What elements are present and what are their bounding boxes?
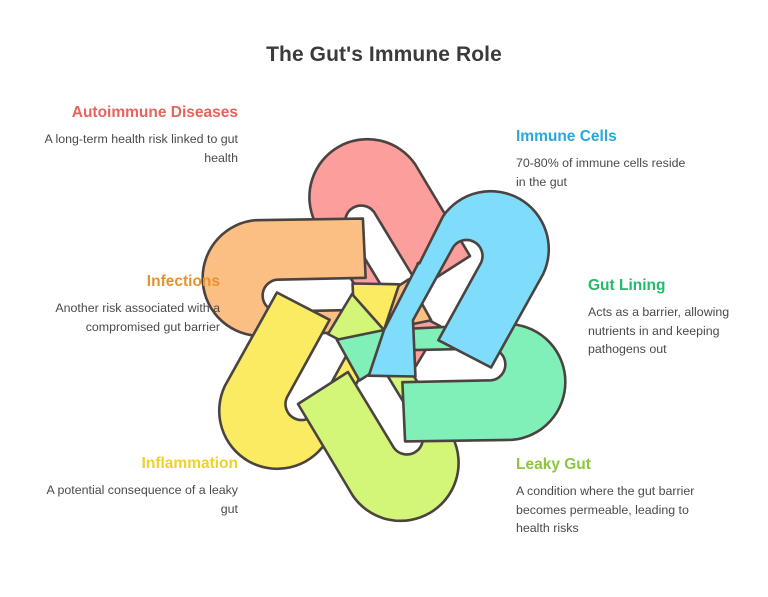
label-block-autoimmune: Autoimmune Diseases A long-term health r… <box>28 103 238 167</box>
label-heading-infections: Infections <box>146 273 220 290</box>
label-heading-inflammation: Inflammation <box>141 455 238 472</box>
label-block-leaky-gut: Leaky Gut A condition where the gut barr… <box>516 455 701 537</box>
label-heading-autoimmune: Autoimmune Diseases <box>71 104 238 121</box>
label-body-immune-cells: 70-80% of immune cells reside in the gut <box>516 156 686 189</box>
label-heading-immune-cells: Immune Cells <box>516 128 617 145</box>
label-body-inflammation: A potential consequence of a leaky gut <box>46 483 238 516</box>
label-block-infections: Infections Another risk associated with … <box>10 272 220 336</box>
label-block-inflammation: Inflammation A potential consequence of … <box>28 454 238 518</box>
label-body-autoimmune: A long-term health risk linked to gut he… <box>44 132 238 165</box>
label-body-infections: Another risk associated with a compromis… <box>55 301 220 334</box>
label-heading-gut-lining: Gut Lining <box>588 277 666 294</box>
label-block-immune-cells: Immune Cells 70-80% of immune cells resi… <box>516 127 696 191</box>
page-title: The Gut's Immune Role <box>266 43 502 66</box>
label-block-gut-lining: Gut Lining Acts as a barrier, allowing n… <box>588 276 768 358</box>
label-body-gut-lining: Acts as a barrier, allowing nutrients in… <box>588 305 730 356</box>
label-body-leaky-gut: A condition where the gut barrier become… <box>516 484 695 535</box>
label-heading-leaky-gut: Leaky Gut <box>516 456 591 473</box>
